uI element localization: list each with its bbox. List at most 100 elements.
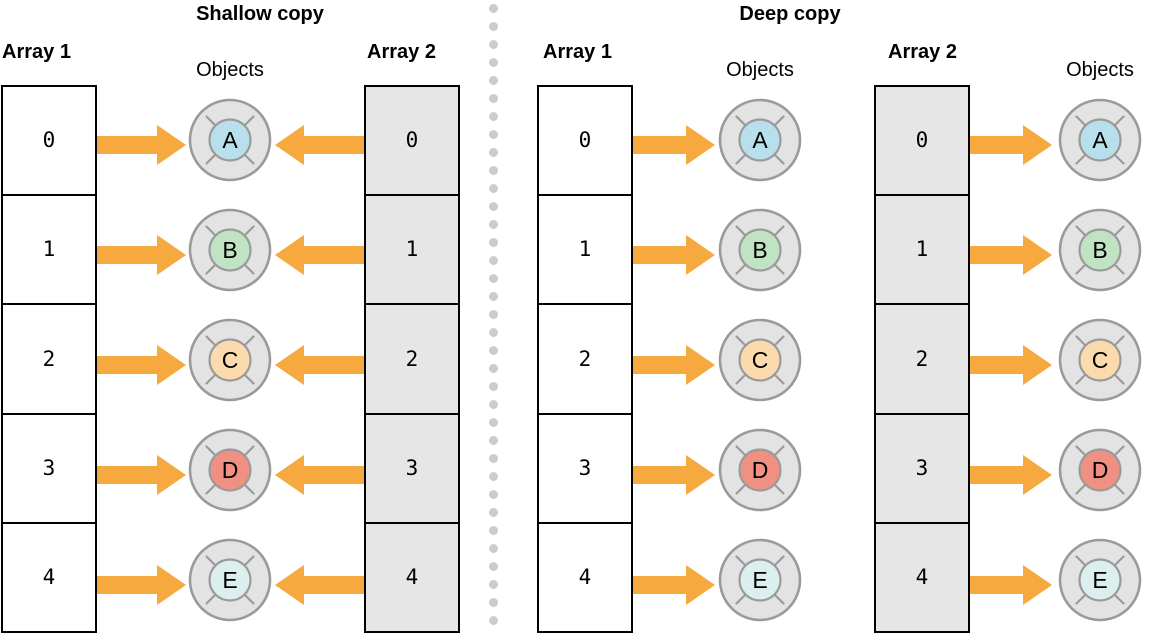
- divider-dot: [489, 292, 498, 301]
- divider-dot: [489, 382, 498, 391]
- arrow-left-shallow-0: [274, 124, 364, 166]
- deep-array-1-label: Array 1: [543, 41, 612, 63]
- shallow-array-2-label: Array 2: [367, 41, 436, 63]
- divider-dot: [489, 346, 498, 355]
- table-row[interactable]: 2: [3, 305, 95, 415]
- arrow-right-deep-a2-1: [970, 234, 1053, 276]
- divider-dot: [489, 508, 498, 517]
- panel-divider: [489, 4, 498, 634]
- divider-dot: [489, 148, 498, 157]
- arrow-right-deep-a1-4: [633, 564, 716, 606]
- table-row[interactable]: 4: [3, 523, 95, 632]
- divider-dot: [489, 4, 498, 13]
- arrow-right-deep-a1-1: [633, 234, 716, 276]
- table-row[interactable]: 4: [876, 523, 968, 632]
- divider-dot: [489, 616, 498, 625]
- divider-dot: [489, 544, 498, 553]
- table-row[interactable]: 0: [539, 87, 631, 197]
- arrow-right-deep-a2-0: [970, 124, 1053, 166]
- divider-dot: [489, 490, 498, 499]
- divider-dot: [489, 238, 498, 247]
- arrow-right-deep-a1-2: [633, 344, 716, 386]
- divider-dot: [489, 130, 498, 139]
- divider-dot: [489, 598, 498, 607]
- divider-dot: [489, 256, 498, 265]
- object-node-deep2-c[interactable]: C: [1057, 317, 1143, 403]
- arrow-right-deep-a2-2: [970, 344, 1053, 386]
- divider-dot: [489, 418, 498, 427]
- deep-objects-2-label: Objects: [1066, 59, 1134, 81]
- object-node-deep1-e[interactable]: E: [717, 537, 803, 623]
- arrow-left-shallow-1: [274, 234, 364, 276]
- shallow-objects-label: Objects: [196, 59, 264, 81]
- table-row[interactable]: 1: [539, 196, 631, 306]
- table-row[interactable]: 1: [366, 196, 458, 306]
- object-node-d[interactable]: D: [187, 427, 273, 513]
- divider-dot: [489, 220, 498, 229]
- object-node-deep1-a[interactable]: A: [717, 97, 803, 183]
- object-node-deep2-b[interactable]: B: [1057, 207, 1143, 293]
- shallow-array-2[interactable]: 0 1 2 3 4: [364, 85, 460, 633]
- object-node-deep2-e[interactable]: E: [1057, 537, 1143, 623]
- divider-dot: [489, 580, 498, 589]
- table-row[interactable]: 0: [876, 87, 968, 197]
- deep-array-2[interactable]: 0 1 2 3 4: [874, 85, 970, 633]
- arrow-right-deep-a1-3: [633, 454, 716, 496]
- divider-dot: [489, 22, 498, 31]
- deep-copy-title: Deep copy: [739, 3, 841, 25]
- table-row[interactable]: 4: [366, 523, 458, 632]
- divider-dot: [489, 76, 498, 85]
- table-row[interactable]: 0: [366, 87, 458, 197]
- table-row[interactable]: 0: [3, 87, 95, 197]
- table-row[interactable]: 2: [876, 305, 968, 415]
- table-row[interactable]: 1: [3, 196, 95, 306]
- shallow-array-1-label: Array 1: [2, 41, 71, 63]
- arrow-right-deep-a2-3: [970, 454, 1053, 496]
- object-node-e[interactable]: E: [187, 537, 273, 623]
- divider-dot: [489, 40, 498, 49]
- table-row[interactable]: 2: [366, 305, 458, 415]
- deep-array-2-label: Array 2: [888, 41, 957, 63]
- arrow-left-shallow-3: [274, 454, 364, 496]
- object-node-deep2-d[interactable]: D: [1057, 427, 1143, 513]
- object-node-deep2-a[interactable]: A: [1057, 97, 1143, 183]
- table-row[interactable]: 3: [366, 414, 458, 524]
- arrow-left-shallow-4: [274, 564, 364, 606]
- object-node-a[interactable]: A: [187, 97, 273, 183]
- arrow-right-deep-a2-4: [970, 564, 1053, 606]
- table-row[interactable]: 4: [539, 523, 631, 632]
- divider-dot: [489, 310, 498, 319]
- object-node-b[interactable]: B: [187, 207, 273, 293]
- arrow-left-shallow-2: [274, 344, 364, 386]
- object-node-deep1-c[interactable]: C: [717, 317, 803, 403]
- arrow-right-shallow-2: [97, 344, 187, 386]
- divider-dot: [489, 94, 498, 103]
- divider-dot: [489, 274, 498, 283]
- object-node-deep1-b[interactable]: B: [717, 207, 803, 293]
- divider-dot: [489, 112, 498, 121]
- table-row[interactable]: 3: [3, 414, 95, 524]
- arrow-right-shallow-0: [97, 124, 187, 166]
- object-node-deep1-d[interactable]: D: [717, 427, 803, 513]
- arrow-right-deep-a1-0: [633, 124, 716, 166]
- shallow-array-1[interactable]: 0 1 2 3 4: [1, 85, 97, 633]
- arrow-right-shallow-4: [97, 564, 187, 606]
- arrow-right-shallow-3: [97, 454, 187, 496]
- divider-dot: [489, 202, 498, 211]
- divider-dot: [489, 184, 498, 193]
- divider-dot: [489, 562, 498, 571]
- table-row[interactable]: 3: [876, 414, 968, 524]
- divider-dot: [489, 166, 498, 175]
- deep-array-1[interactable]: 0 1 2 3 4: [537, 85, 633, 633]
- object-node-c[interactable]: C: [187, 317, 273, 403]
- divider-dot: [489, 58, 498, 67]
- table-row[interactable]: 2: [539, 305, 631, 415]
- shallow-copy-title: Shallow copy: [196, 3, 324, 25]
- divider-dot: [489, 328, 498, 337]
- table-row[interactable]: 3: [539, 414, 631, 524]
- divider-dot: [489, 436, 498, 445]
- divider-dot: [489, 454, 498, 463]
- table-row[interactable]: 1: [876, 196, 968, 306]
- divider-dot: [489, 526, 498, 535]
